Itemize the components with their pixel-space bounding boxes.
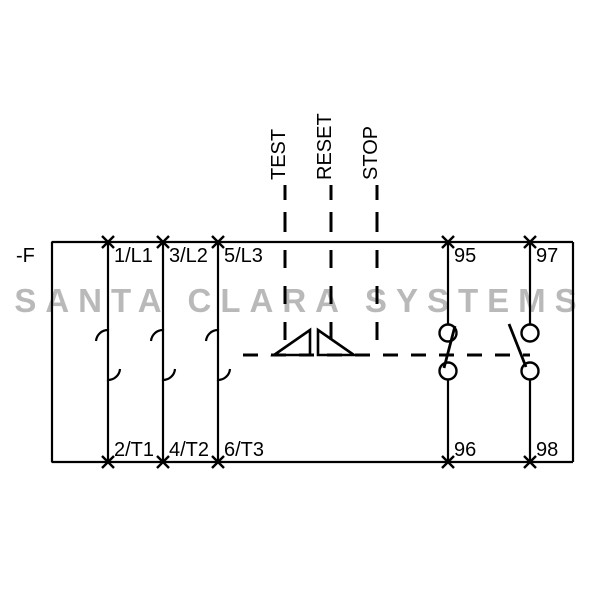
terminal-marker-1l1	[101, 235, 115, 249]
trip-latch-symbol-left	[269, 327, 312, 357]
terminal-label-6t3: 6/T3	[224, 439, 264, 461]
thermal-overload-element-3	[204, 328, 232, 382]
terminal-label-98: 98	[536, 439, 558, 461]
terminal-label-95: 95	[454, 245, 476, 267]
actuator-stop[interactable]: STOP	[360, 126, 382, 340]
terminal-label-1l1: 1/L1	[114, 245, 153, 267]
terminal-marker-97	[523, 235, 537, 249]
terminal-label-4t2: 4/T2	[169, 439, 209, 461]
device-designation-label: -F	[16, 245, 35, 267]
actuator-label-test: TEST	[268, 129, 290, 180]
thermal-overload-element-1	[94, 328, 122, 382]
actuator-label-stop: STOP	[360, 126, 382, 180]
contact-terminal-dot-97	[520, 323, 540, 343]
aux-contact-95-96[interactable]: 95 96	[438, 235, 477, 469]
aux-contact-97-98[interactable]: 97 98	[507, 235, 558, 469]
actuator-label-reset: RESET	[314, 113, 336, 180]
main-pole-1: 1/L1 2/T1	[94, 235, 154, 469]
terminal-marker-4t2	[156, 455, 170, 469]
actuator-reset[interactable]: RESET	[314, 113, 336, 340]
terminal-marker-95	[441, 235, 455, 249]
terminal-marker-3l2	[156, 235, 170, 249]
terminal-label-5l3: 5/L3	[224, 245, 263, 267]
contact-terminal-dot-96	[438, 361, 458, 381]
trip-latch-symbol-right	[316, 327, 359, 357]
contact-blade-95-96	[442, 325, 457, 369]
terminal-label-3l2: 3/L2	[169, 245, 208, 267]
device-enclosure-frame	[51, 241, 574, 463]
terminal-label-97: 97	[536, 245, 558, 267]
thermal-overload-element-2	[149, 328, 177, 382]
terminal-label-96: 96	[454, 439, 476, 461]
main-pole-3: 5/L3 6/T3	[204, 235, 264, 469]
terminal-marker-2t1	[101, 455, 115, 469]
terminal-label-2t1: 2/T1	[114, 439, 154, 461]
terminal-marker-96	[441, 455, 455, 469]
terminal-marker-5l3	[211, 235, 225, 249]
terminal-marker-98	[523, 455, 537, 469]
actuator-test[interactable]: TEST	[268, 129, 290, 340]
terminal-marker-6t3	[211, 455, 225, 469]
main-pole-2: 3/L2 4/T2	[149, 235, 209, 469]
contact-blade-97-98	[507, 323, 528, 368]
